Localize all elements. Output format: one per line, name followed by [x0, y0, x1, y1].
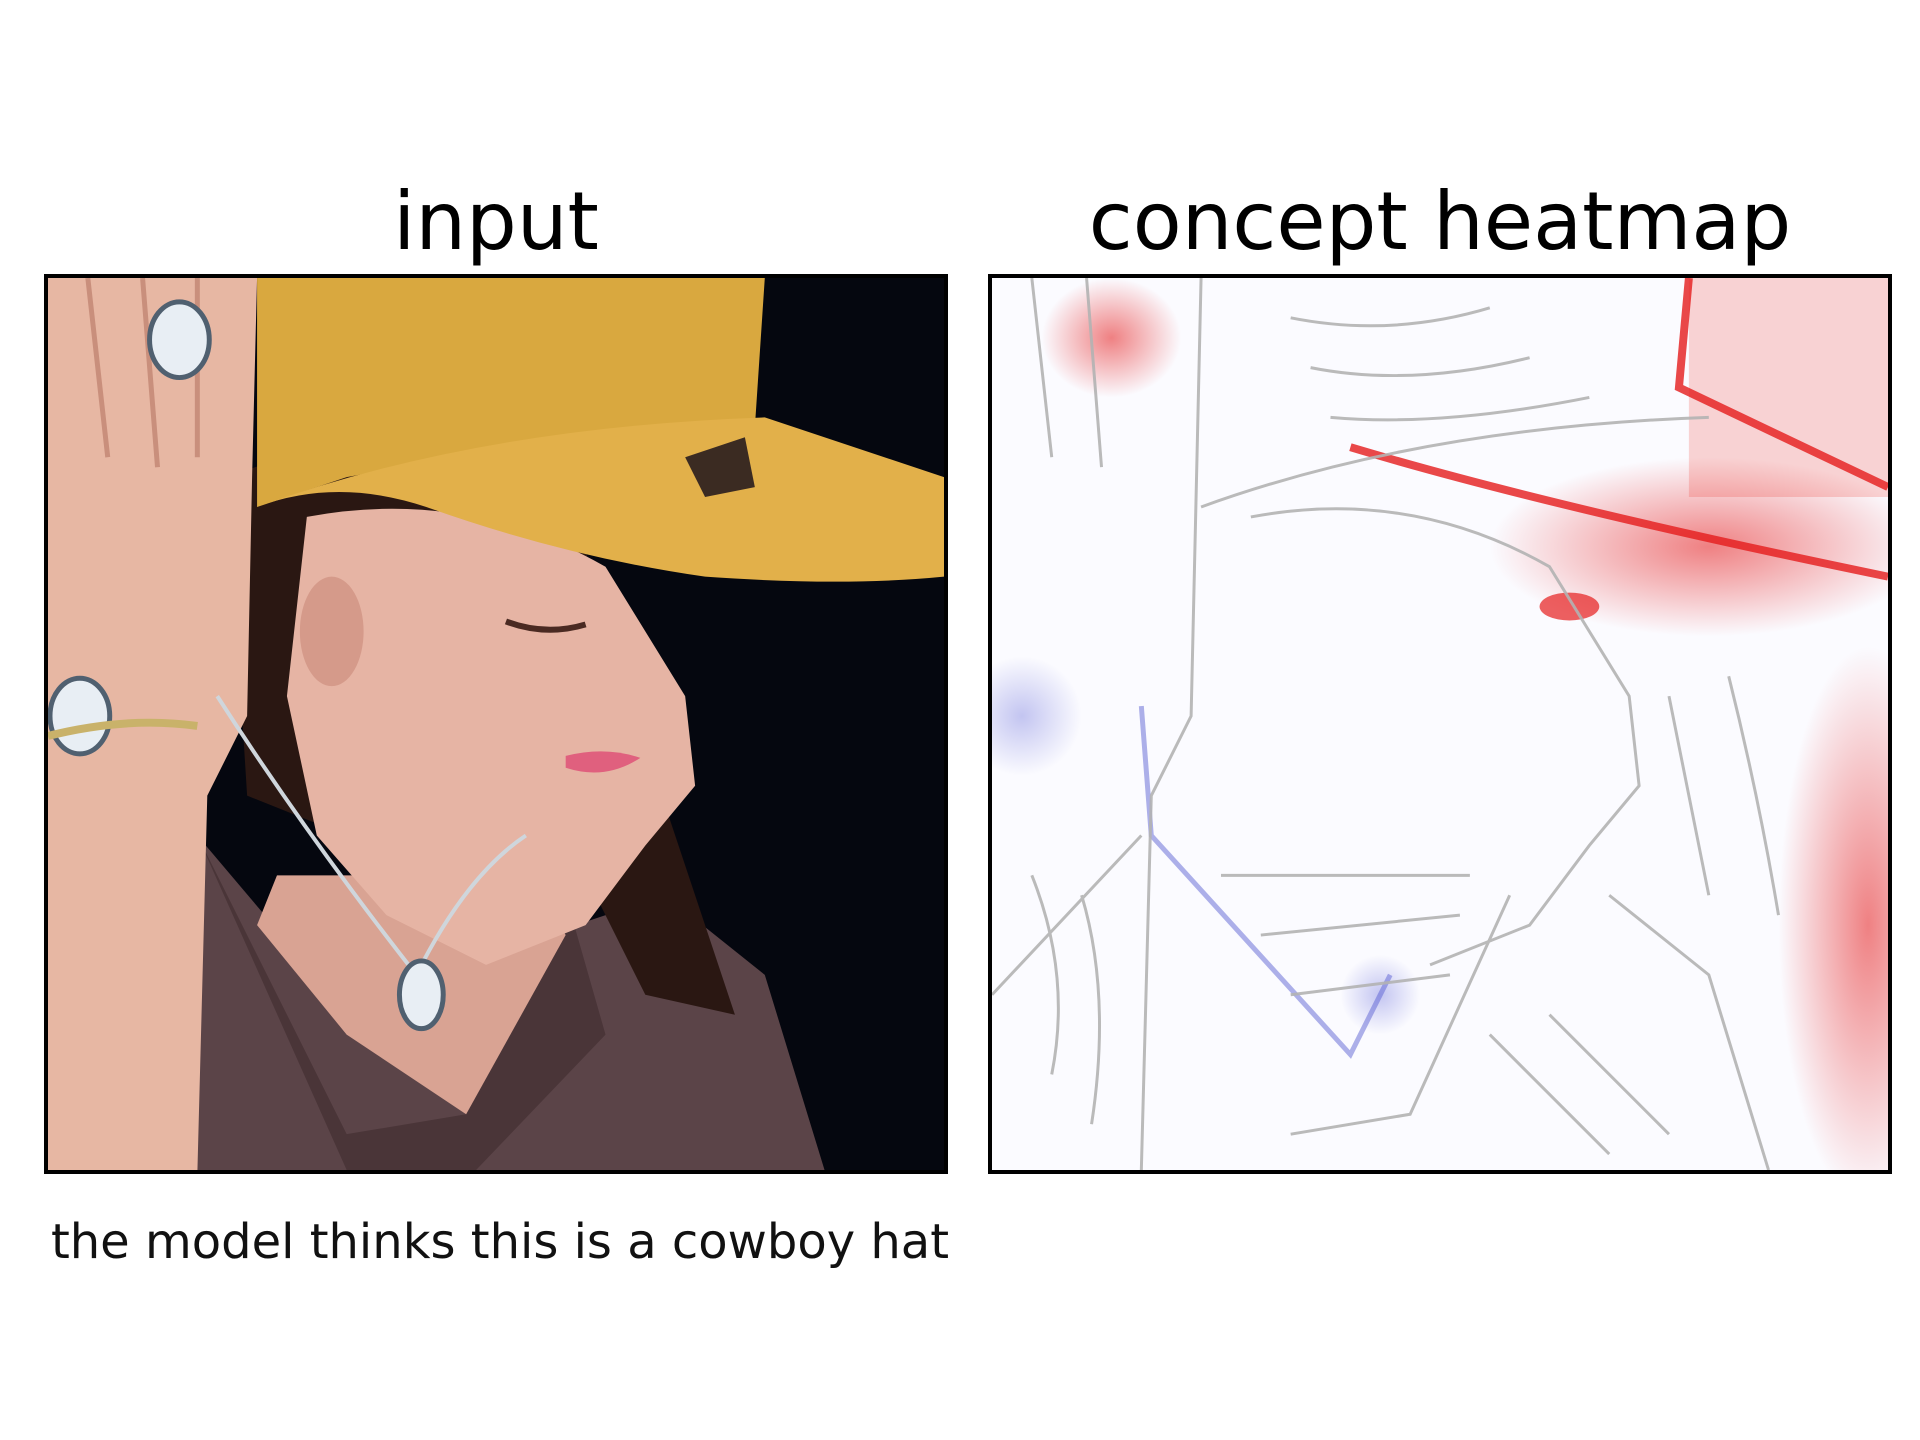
heat-hat-brim [1489, 457, 1888, 637]
input-image-frame [44, 274, 948, 1174]
eye [504, 618, 587, 633]
cool-pendant [1340, 954, 1421, 1035]
heat-right-edge [1778, 646, 1888, 1170]
heat-eye [1539, 592, 1600, 621]
cool-bracelet [992, 656, 1082, 776]
ear [299, 576, 364, 687]
heatmap-frame [988, 274, 1892, 1174]
bracelet-charm [48, 675, 113, 757]
shirt-collar [197, 835, 606, 1170]
input-photo [48, 278, 944, 1170]
face [286, 508, 696, 965]
edge-lines [992, 278, 1780, 1170]
necklace [215, 695, 527, 979]
panel-heatmap-title: concept heatmap [1088, 175, 1792, 268]
bracelet [48, 718, 198, 740]
heat-top-left [1041, 278, 1182, 398]
lips [565, 751, 641, 773]
hat-band [685, 437, 755, 498]
ring [147, 299, 212, 381]
prediction-caption: the model thinks this is a cowboy hat [50, 1214, 950, 1270]
hat-crown [257, 278, 765, 507]
concept-heatmap [992, 278, 1888, 1170]
panel-input-title: input [393, 175, 599, 268]
heat-hat-outline [1349, 278, 1888, 581]
pendant [396, 958, 446, 1032]
hat-brim [257, 417, 944, 582]
